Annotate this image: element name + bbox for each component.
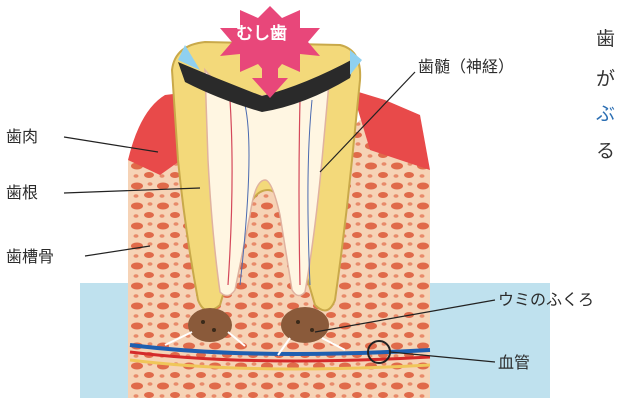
label-pulp: 歯髄（神経）: [418, 59, 514, 75]
side-text-2: が: [596, 70, 615, 89]
pus-sac-right: [281, 307, 329, 343]
side-text-4: る: [596, 142, 615, 161]
burst-arrow-shaft: [262, 62, 278, 80]
burst-label: むし歯: [236, 26, 287, 43]
label-gum: 歯肉: [6, 129, 38, 145]
label-pus-sac: ウミのふくろ: [498, 292, 594, 308]
label-blood-vessel: 血管: [498, 355, 530, 371]
label-alveolar-bone: 歯槽骨: [6, 249, 54, 265]
pus-sac-left: [188, 308, 232, 342]
label-root: 歯根: [6, 185, 38, 201]
side-text-1: 歯: [596, 30, 615, 49]
side-text-3: ぶ: [596, 105, 615, 124]
